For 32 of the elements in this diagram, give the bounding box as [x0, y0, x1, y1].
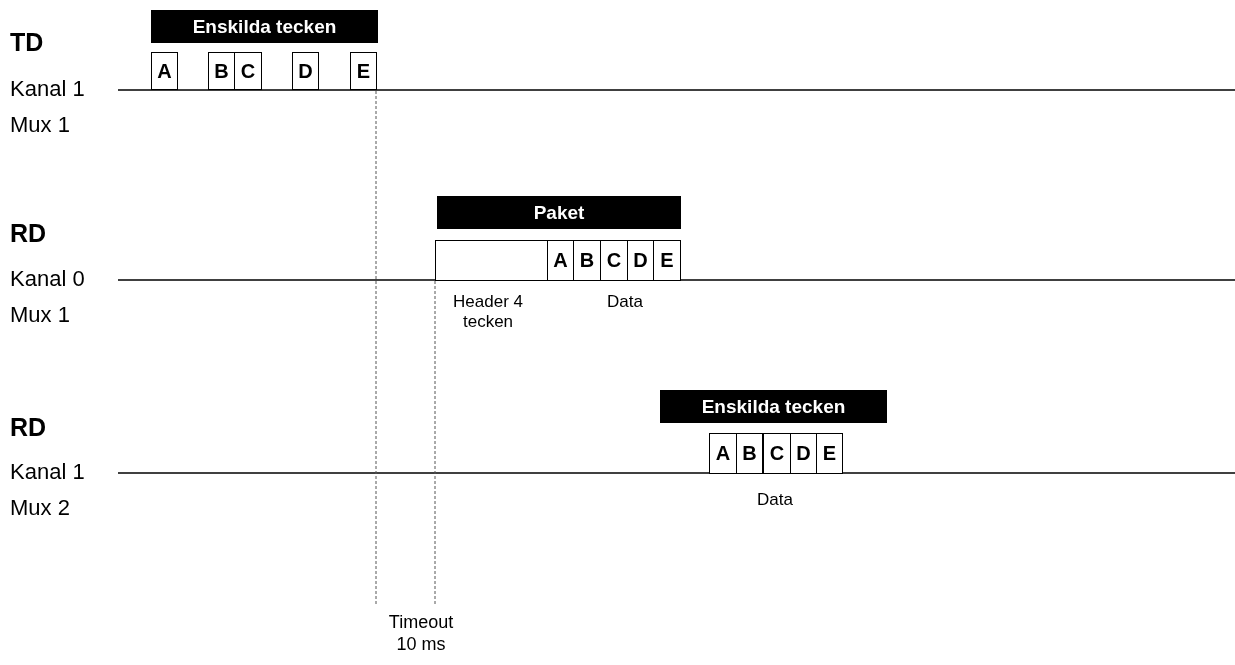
- character-cell: C: [600, 240, 628, 281]
- character-cell: E: [653, 240, 681, 281]
- character-cell: C: [763, 433, 791, 474]
- character-cell: D: [790, 433, 817, 474]
- character-cell: E: [816, 433, 843, 474]
- character-cell: B: [573, 240, 601, 281]
- channel-label: Kanal 1: [10, 461, 85, 483]
- header-caption: Header 4 tecken: [452, 292, 524, 333]
- character-cell: D: [627, 240, 654, 281]
- channel-heading: RD: [10, 415, 47, 440]
- title-banner: Enskilda tecken: [660, 390, 887, 423]
- channel-label: Mux 1: [10, 114, 70, 136]
- character-cell: A: [151, 52, 178, 90]
- annotation: Data: [606, 292, 644, 313]
- character-cell: B: [736, 433, 763, 474]
- character-cell: E: [350, 52, 377, 90]
- character-cell: A: [547, 240, 574, 281]
- character-cell: A: [709, 433, 737, 474]
- channel-label: Kanal 1: [10, 78, 85, 100]
- title-banner: Enskilda tecken: [151, 10, 378, 43]
- channel-heading: RD: [10, 221, 47, 246]
- channel-label: Mux 1: [10, 304, 70, 326]
- annotation: Data: [756, 490, 794, 511]
- character-cell: B: [208, 52, 235, 90]
- character-cell: C: [234, 52, 262, 90]
- channel-label: Kanal 0: [10, 268, 85, 290]
- header-box: [435, 240, 548, 281]
- title-banner: Paket: [437, 196, 681, 229]
- annotation: Timeout 10 ms: [387, 612, 455, 656]
- channel-label: Mux 2: [10, 497, 70, 519]
- character-cell: D: [292, 52, 319, 90]
- channel-heading: TD: [10, 30, 44, 55]
